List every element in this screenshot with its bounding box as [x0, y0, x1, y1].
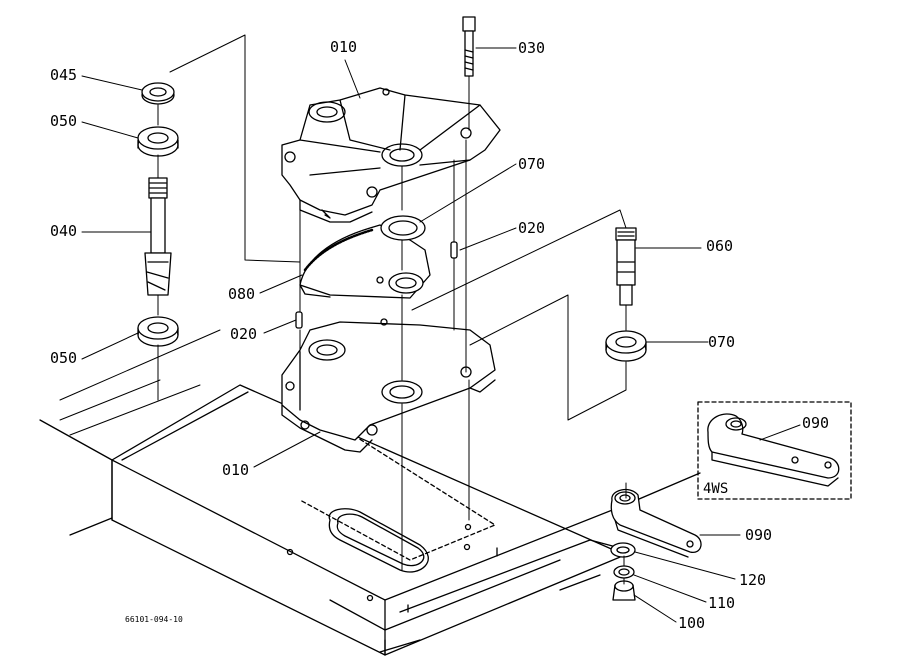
callout-070-right: 070: [708, 333, 736, 351]
callout-045: 045: [50, 66, 78, 84]
right-shaft-assembly: [605, 227, 647, 362]
gear-plate: [299, 215, 431, 299]
variant-label-4ws: 4WS: [703, 481, 729, 497]
base-plate: [39, 384, 701, 656]
callout-010-lower-case: 010: [222, 461, 250, 479]
drawing-code: 66101-094-10: [125, 615, 183, 624]
bolt: [462, 16, 476, 77]
callout-050-lower: 050: [50, 349, 78, 367]
upper-gear-case: [281, 87, 501, 223]
callout-020-left: 020: [230, 325, 258, 343]
callout-120: 120: [739, 571, 767, 589]
callout-100: 100: [678, 614, 706, 632]
callout-010-upper-case: 010: [330, 38, 358, 56]
callout-050-upper: 050: [50, 112, 78, 130]
callout-090-variant: 090: [802, 414, 830, 432]
callout-060: 060: [706, 237, 734, 255]
callout-110: 110: [708, 594, 736, 612]
callout-080: 080: [228, 285, 256, 303]
callout-020-right: 020: [518, 219, 546, 237]
leader-lines: [81, 47, 801, 623]
callout-040: 040: [50, 222, 78, 240]
callout-090: 090: [745, 526, 773, 544]
callout-030: 030: [518, 39, 546, 57]
callout-070-gear: 070: [518, 155, 546, 173]
left-shaft-assembly: [137, 82, 179, 347]
variant-box: [697, 401, 852, 500]
assembly-lines: [59, 34, 627, 585]
